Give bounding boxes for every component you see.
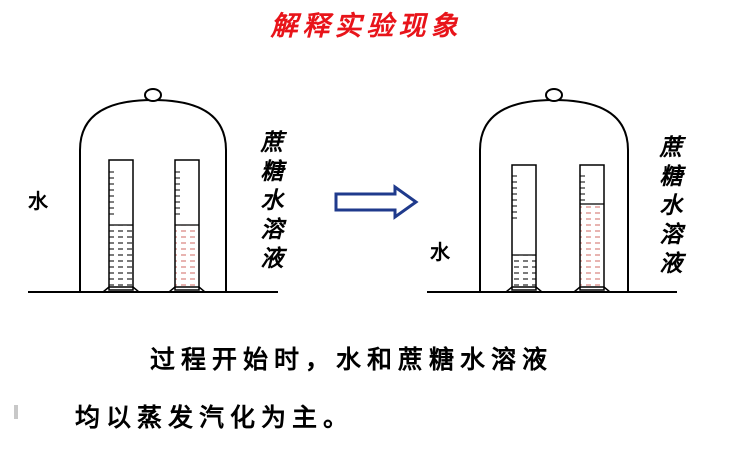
right-water-liquid (512, 255, 536, 289)
left-dome-knob (144, 88, 162, 102)
left-bell-jar (28, 88, 278, 293)
left-solution-cylinder (166, 159, 208, 293)
page-title: 解释实验现象 (270, 11, 463, 42)
left-water-liquid (109, 225, 133, 289)
right-dome-knob (545, 88, 563, 102)
right-solution-label: 蔗糖水溶液 (659, 134, 683, 277)
corner-mark (14, 405, 18, 419)
left-water-cylinder (100, 159, 142, 293)
caption-line-2: 均以蒸发汽化为主。 (75, 403, 355, 432)
right-solution-cylinder (571, 164, 613, 293)
caption-line-1: 过程开始时，水和蔗糖水溶液 (150, 345, 554, 374)
left-solution-liquid (175, 225, 199, 289)
left-water-label: 水 (28, 189, 48, 213)
process-arrow (334, 184, 419, 220)
right-water-cylinder (503, 164, 545, 293)
right-solution-liquid (580, 204, 604, 289)
right-bell-jar (427, 88, 677, 293)
right-dome (479, 98, 629, 292)
left-solution-label: 蔗糖水溶液 (260, 129, 284, 272)
left-dome (79, 98, 227, 292)
right-water-label: 水 (430, 240, 450, 264)
